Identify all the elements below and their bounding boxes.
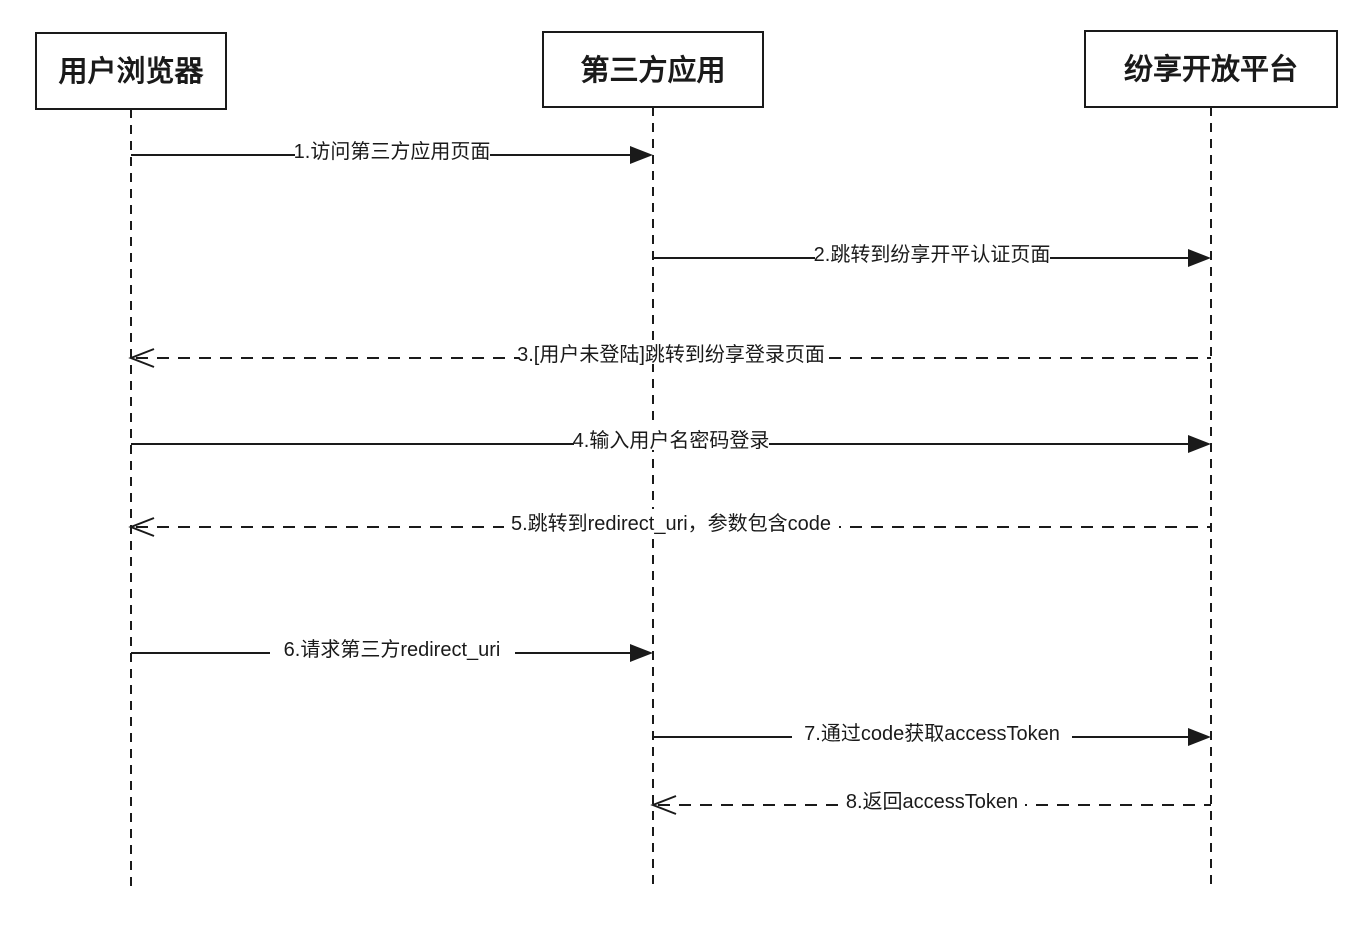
message-1-label-bg xyxy=(295,137,490,161)
message-7: 7.通过code获取accessToken xyxy=(653,719,1211,746)
actor-user-browser: 用户浏览器 xyxy=(35,32,227,110)
actor-label-user-browser: 用户浏览器 xyxy=(58,54,204,88)
filled-arrowhead-icon xyxy=(630,644,653,662)
filled-arrowhead-icon xyxy=(1188,728,1211,746)
filled-arrowhead-icon xyxy=(1188,435,1211,453)
message-6-label: 6.请求第三方redirect_uri xyxy=(284,638,501,661)
message-7-label: 7.通过code获取accessToken xyxy=(804,722,1060,745)
message-8: 8.返回accessToken xyxy=(650,787,1211,815)
message-8-label: 8.返回accessToken xyxy=(846,790,1018,813)
message-2: 2.跳转到纷享开平认证页面 xyxy=(653,240,1211,267)
message-3: 3.[用户未登陆]跳转到纷享登录页面 xyxy=(128,340,1211,368)
message-6-label-bg xyxy=(270,635,515,659)
message-3-label: 3.[用户未登陆]跳转到纷享登录页面 xyxy=(517,343,825,366)
message-4: 4.输入用户名密码登录 xyxy=(131,426,1211,453)
message-1: 1.访问第三方应用页面 xyxy=(131,137,653,164)
message-7-label-bg xyxy=(792,719,1072,743)
message-8-label-bg xyxy=(839,787,1025,811)
message-4-label-bg xyxy=(574,426,769,450)
open-arrowhead-icon xyxy=(650,795,677,815)
actor-label-open-platform: 纷享开放平台 xyxy=(1124,52,1298,86)
actor-box-open-platform xyxy=(1084,30,1338,108)
open-arrowhead-icon xyxy=(128,348,155,368)
actor-third-party-app: 第三方应用 xyxy=(542,31,764,108)
message-2-label: 2.跳转到纷享开平认证页面 xyxy=(814,243,1051,266)
actor-box-user-browser xyxy=(35,32,227,110)
message-4-label: 4.输入用户名密码登录 xyxy=(573,429,770,452)
message-5-label: 5.跳转到redirect_uri，参数包含code xyxy=(511,512,831,535)
filled-arrowhead-icon xyxy=(630,146,653,164)
actor-open-platform: 纷享开放平台 xyxy=(1084,30,1338,108)
message-5-label-bg xyxy=(504,509,839,533)
message-3-label-bg xyxy=(519,340,824,364)
filled-arrowhead-icon xyxy=(1188,249,1211,267)
message-1-label: 1.访问第三方应用页面 xyxy=(294,140,491,163)
actor-label-third-party-app: 第三方应用 xyxy=(580,53,725,87)
message-6: 6.请求第三方redirect_uri xyxy=(131,635,653,662)
message-5: 5.跳转到redirect_uri，参数包含code xyxy=(128,509,1211,537)
message-2-label-bg xyxy=(815,240,1050,264)
open-arrowhead-icon xyxy=(128,517,155,537)
actor-box-third-party-app xyxy=(542,31,764,108)
